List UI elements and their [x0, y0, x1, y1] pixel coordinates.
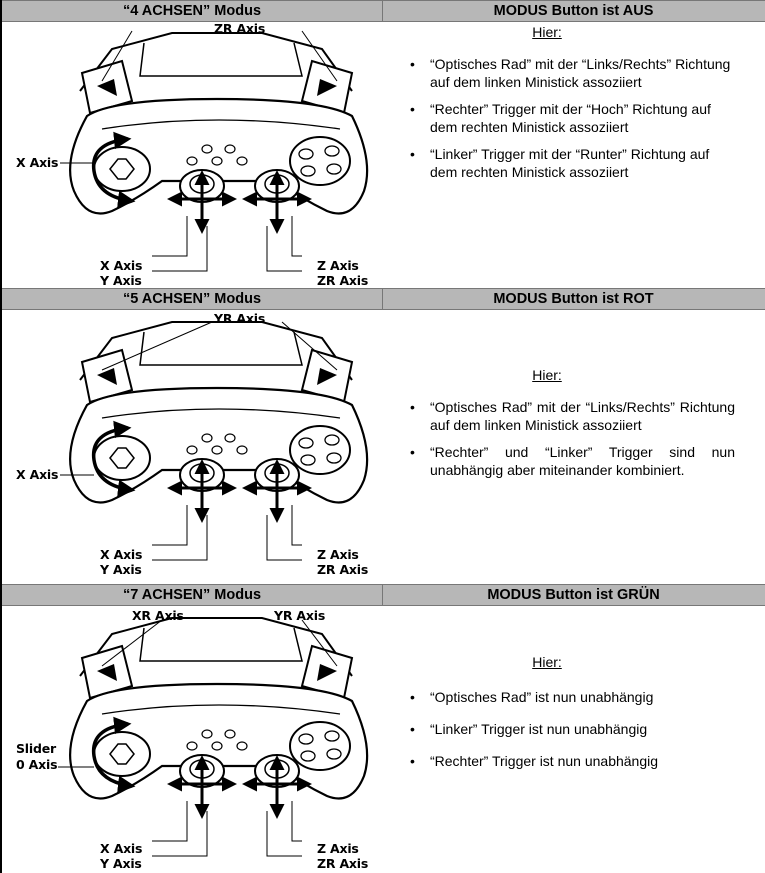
section-header-7-axes: “7 ACHSEN” Modus MODUS Button ist GRÜN	[2, 584, 765, 606]
button-state: MODUS Button ist GRÜN	[487, 587, 660, 603]
axis-label-left-stick-x: X Axis	[100, 547, 143, 562]
section-header-5-axes: “5 ACHSEN” Modus MODUS Button ist ROT	[2, 288, 765, 310]
axis-label-right-stick-zr: ZR Axis	[317, 856, 369, 871]
axis-label-left-stick-y: Y Axis	[100, 562, 142, 577]
header-divider	[382, 1, 383, 21]
mode-label: “5 ACHSEN” Modus	[122, 291, 262, 307]
axis-label-left: X Axis	[16, 155, 59, 170]
axis-label-left: X Axis	[16, 467, 59, 482]
header-divider	[382, 289, 383, 309]
axis-label-slider: Slider	[16, 741, 56, 756]
axis-label-left-stick-y: Y Axis	[100, 273, 142, 288]
intro-label: Hier:	[532, 654, 562, 670]
list-item: “Linker” Trigger mit der “Runter” Richtu…	[410, 145, 735, 181]
axis-label-top: ZR Axis	[214, 21, 266, 36]
gamepad-diagram	[60, 310, 382, 580]
axis-label-right-stick-z: Z Axis	[317, 258, 359, 273]
section-4-axes: ZR Axis X Axis X Axis Y Axis Z Axis ZR A…	[2, 21, 765, 288]
axis-label-left-stick-y: Y Axis	[100, 856, 142, 871]
section-header-4-axes: “4 ACHSEN” Modus MODUS Button ist AUS	[2, 0, 765, 22]
axis-label-right-stick-z: Z Axis	[317, 547, 359, 562]
header-divider	[382, 585, 383, 605]
bullet-list: “Optisches Rad” mit der “Links/Rechts” R…	[410, 398, 735, 488]
button-state: MODUS Button ist ROT	[493, 291, 654, 307]
bullet-list: “Optisches Rad” mit der “Links/Rechts” R…	[410, 55, 735, 190]
axis-label-top-left: XR Axis	[132, 608, 184, 623]
section-7-axes: XR Axis YR Axis Slider 0 Axis X Axis Y A…	[2, 606, 765, 873]
axis-label-left-stick-x: X Axis	[100, 841, 143, 856]
bullet-list: “Optisches Rad” ist nun unabhängig “Link…	[410, 688, 735, 779]
axis-label-top-right: YR Axis	[274, 608, 326, 623]
list-item: “Optisches Rad” ist nun unabhängig	[410, 688, 735, 706]
gamepad-diagram	[58, 606, 382, 873]
intro-label: Hier:	[532, 367, 562, 383]
gamepad-diagram	[60, 30, 382, 283]
list-item: “Optisches Rad” mit der “Links/Rechts” R…	[410, 55, 735, 91]
list-item: “Rechter” Trigger ist nun unabhängig	[410, 752, 735, 770]
intro-label: Hier:	[532, 24, 562, 40]
list-item: “Rechter” Trigger mit der “Hoch” Richtun…	[410, 100, 735, 136]
section-5-axes: YR Axis X Axis X Axis Y Axis Z Axis ZR A…	[2, 310, 765, 580]
axis-label-right-stick-z: Z Axis	[317, 841, 359, 856]
list-item: “Optisches Rad” mit der “Links/Rechts” R…	[410, 398, 735, 434]
axis-label-right-stick-zr: ZR Axis	[317, 562, 369, 577]
axis-label-0-axis: 0 Axis	[16, 757, 58, 772]
axis-label-left-stick-x: X Axis	[100, 258, 143, 273]
button-state: MODUS Button ist AUS	[493, 3, 654, 19]
axis-label-right-stick-zr: ZR Axis	[317, 273, 369, 288]
axis-label-top: YR Axis	[214, 311, 266, 326]
mode-label: “7 ACHSEN” Modus	[122, 587, 262, 603]
mode-label: “4 ACHSEN” Modus	[122, 3, 262, 19]
list-item: “Linker” Trigger ist nun unabhängig	[410, 720, 735, 738]
list-item: “Rechter” und “Linker” Trigger sind nun …	[410, 443, 735, 479]
